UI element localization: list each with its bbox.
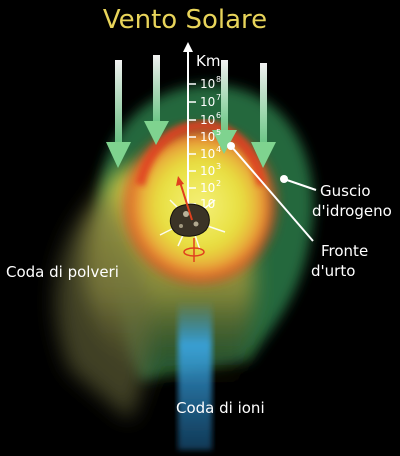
scale-tick-base: 10 <box>200 197 215 211</box>
scale-tick-exponent: 6 <box>216 111 221 120</box>
hydrogen-shell-label: Guscio d'idrogeno <box>312 182 392 220</box>
scale-axis-arrowhead <box>183 42 193 52</box>
scale-tick-exponent: 4 <box>216 145 221 154</box>
nucleus-body <box>169 203 210 237</box>
ion-tail <box>178 300 212 450</box>
scale-tick-exponent: 5 <box>216 128 221 137</box>
ion-tail-label: Coda di ioni <box>176 399 265 417</box>
scale-tick-exponent: 8 <box>216 75 221 84</box>
scale-tick: 10 6 <box>188 111 221 127</box>
scale-tick-exponent: 3 <box>216 162 221 171</box>
scale-tick-base: 10 <box>200 130 215 144</box>
hydrogen-shell-label-line2: d'idrogeno <box>312 202 392 220</box>
scale-tick: 10 4 <box>188 145 221 161</box>
scale-tick-base: 10 <box>200 77 215 91</box>
dust-tail-label: Coda di polveri <box>6 263 119 281</box>
scale-tick-base: 10 <box>200 147 215 161</box>
scale-tick-base: 10 <box>200 95 215 109</box>
solar-wind-arrow <box>251 63 276 168</box>
hydrogen-shell-label-line1: Guscio <box>320 182 371 200</box>
scale-tick-exponent: 7 <box>216 93 221 102</box>
scale-tick: 10 3 <box>188 162 221 178</box>
title: Vento Solare <box>103 5 267 35</box>
scale-tick-base: 10 <box>200 181 215 195</box>
hydrogen-shell-pointer <box>280 175 317 191</box>
distance-scale: Km 10 8 10 7 10 6 10 5 10 4 10 <box>183 42 221 211</box>
scale-tick: 10 5 <box>188 128 221 144</box>
shock-front-pointer <box>227 142 314 242</box>
shock-front-label-line1: Fronte <box>321 242 368 260</box>
shock-front-label: Fronte d'urto <box>311 242 373 280</box>
rotation-axis <box>176 176 205 262</box>
scale-tick-base: 10 <box>200 164 215 178</box>
scale-tick: 10 2 <box>188 179 221 195</box>
shock-front-label-line2: d'urto <box>311 262 355 280</box>
scale-tick-base: 10 <box>200 113 215 127</box>
comet-nucleus <box>159 176 226 262</box>
scale-tick: 10 8 <box>188 75 221 91</box>
solar-wind-arrow <box>106 60 131 168</box>
coma <box>122 125 278 285</box>
scale-tick: 10 7 <box>188 93 221 109</box>
solar-wind-arrow <box>144 55 169 145</box>
solar-wind-arrows <box>106 55 276 168</box>
scale-tick-exponent: 2 <box>216 179 221 188</box>
scale-unit-label: Km <box>196 52 220 70</box>
shock-front-arc <box>135 119 267 187</box>
solar-wind-arrow <box>212 60 237 154</box>
